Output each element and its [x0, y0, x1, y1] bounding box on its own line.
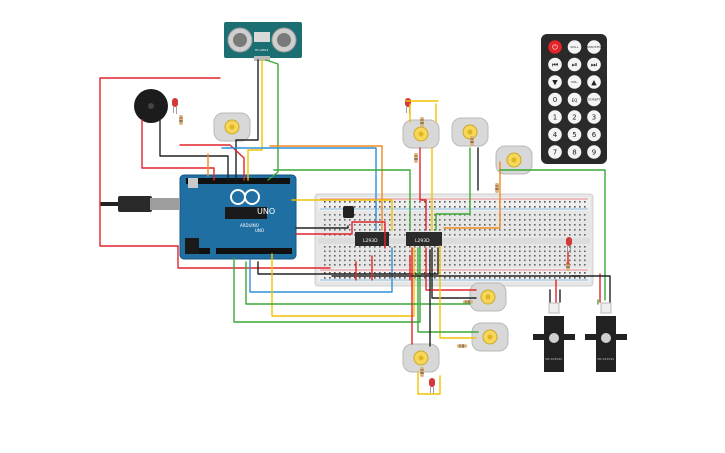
dc-motor[interactable]	[495, 145, 533, 175]
dc-motor[interactable]	[451, 117, 489, 147]
led[interactable]	[429, 378, 435, 394]
l293d-left-label: L293D	[363, 238, 378, 244]
remote-key[interactable]: 2	[567, 110, 582, 124]
piezo-buzzer[interactable]	[134, 89, 168, 123]
remote-key[interactable]: 8	[567, 145, 582, 159]
l293d-right-label: L293D	[415, 238, 430, 244]
remote-key-label: ST/REPT	[588, 98, 601, 102]
ir-remote[interactable]: ⏻ VOL+ FUNC/STOP ⏮ ⏯ ⏭ ▼ VOL- ▲ 0 EQ ST/REPT 1 2 3 4 5 6 7…	[541, 34, 607, 164]
remote-key[interactable]: 0	[548, 92, 562, 107]
remote-key-label: 9	[592, 149, 596, 157]
remote-key[interactable]: 1	[548, 110, 562, 124]
breadboard[interactable]	[314, 193, 594, 287]
remote-key[interactable]: VOL-	[567, 75, 582, 89]
resistor[interactable]	[495, 183, 499, 193]
remote-key-label: 7	[553, 149, 557, 157]
resistors	[179, 115, 570, 377]
remote-key-label: VOL-	[571, 80, 578, 84]
remote-key-label: 2	[572, 114, 576, 122]
wires	[99, 59, 611, 395]
usb-cable	[100, 196, 180, 212]
remote-keypad: ⏻ VOL+ FUNC/STOP ⏮ ⏯ ⏭ ▼ VOL- ▲ 0 EQ ST/REPT 1 2 3 4 5 6 7…	[548, 40, 603, 159]
dc-motor[interactable]	[471, 322, 509, 352]
leds	[172, 98, 572, 394]
remote-key[interactable]: 7	[548, 145, 562, 159]
remote-key[interactable]: FUNC/STOP	[585, 40, 603, 54]
remote-key[interactable]: ⏮	[548, 57, 562, 72]
dc-motor[interactable]	[469, 282, 507, 312]
remote-key[interactable]: 6	[587, 127, 601, 142]
remote-key-label: 4	[553, 131, 558, 139]
remote-key-label: ⏯	[572, 61, 578, 69]
dc-motor[interactable]	[402, 119, 440, 149]
remote-key-label: EQ	[572, 98, 578, 103]
remote-key-label: 1	[553, 114, 557, 122]
remote-key[interactable]: ▲	[587, 75, 601, 89]
remote-key[interactable]: ⏭	[587, 57, 601, 72]
remote-key-label: 8	[572, 149, 576, 157]
resistor[interactable]	[179, 115, 183, 125]
l293d-right[interactable]: L293D	[406, 232, 442, 246]
ultrasonic-label: HC-SR04	[255, 48, 268, 52]
arduino-uno[interactable]: UNO ARDUINO UNO	[179, 174, 297, 260]
remote-key-label: VOL+	[570, 45, 579, 49]
remote-key[interactable]: VOL+	[567, 40, 582, 54]
remote-key[interactable]: EQ	[567, 92, 582, 107]
remote-key-label: ⏻	[552, 44, 558, 52]
resistor[interactable]	[420, 367, 424, 377]
remote-key[interactable]: ⏻	[548, 40, 562, 54]
remote-key-label: ⏭	[591, 61, 598, 69]
remote-key[interactable]: ST/REPT	[587, 92, 601, 107]
remote-key-label: 6	[592, 131, 597, 139]
remote-key-label: ▼	[552, 79, 558, 87]
remote-key[interactable]: ▼	[548, 75, 562, 89]
remote-key-label: 3	[592, 114, 596, 122]
resistor[interactable]	[420, 117, 424, 127]
servo-right[interactable]: SM-S2309S	[585, 302, 627, 372]
remote-key-label: ⏮	[552, 61, 558, 69]
remote-key[interactable]: 5	[567, 127, 582, 142]
remote-key[interactable]: ⏯	[567, 57, 582, 72]
arduino-label: UNO	[255, 228, 264, 233]
ultrasonic-sensor[interactable]: HC-SR04	[224, 22, 302, 61]
servo-left[interactable]: SM-S2309S	[533, 302, 575, 372]
remote-key-label: ▲	[591, 79, 597, 87]
resistor[interactable]	[463, 300, 473, 304]
servo-left-label: SM-S2309S	[545, 357, 562, 361]
remote-key-label: 0	[553, 96, 557, 104]
led[interactable]	[172, 98, 178, 114]
remote-key[interactable]: 4	[548, 127, 562, 142]
ir-receiver[interactable]	[343, 206, 354, 218]
remote-key-label: 5	[572, 131, 576, 139]
dc-motor[interactable]	[213, 112, 251, 142]
remote-key-label: FUNC/STOP	[585, 45, 602, 49]
remote-key[interactable]: 3	[587, 110, 601, 124]
arduino-logo: UNO	[257, 207, 275, 216]
led[interactable]	[566, 237, 572, 253]
arduino-brand: ARDUINO	[240, 223, 259, 228]
remote-key[interactable]: 9	[587, 145, 601, 159]
resistor[interactable]	[414, 153, 418, 163]
servo-right-label: SM-S2309S	[597, 357, 614, 361]
resistor[interactable]	[457, 344, 467, 348]
resistor[interactable]	[470, 136, 474, 146]
l293d-left[interactable]: L293D	[355, 232, 389, 246]
